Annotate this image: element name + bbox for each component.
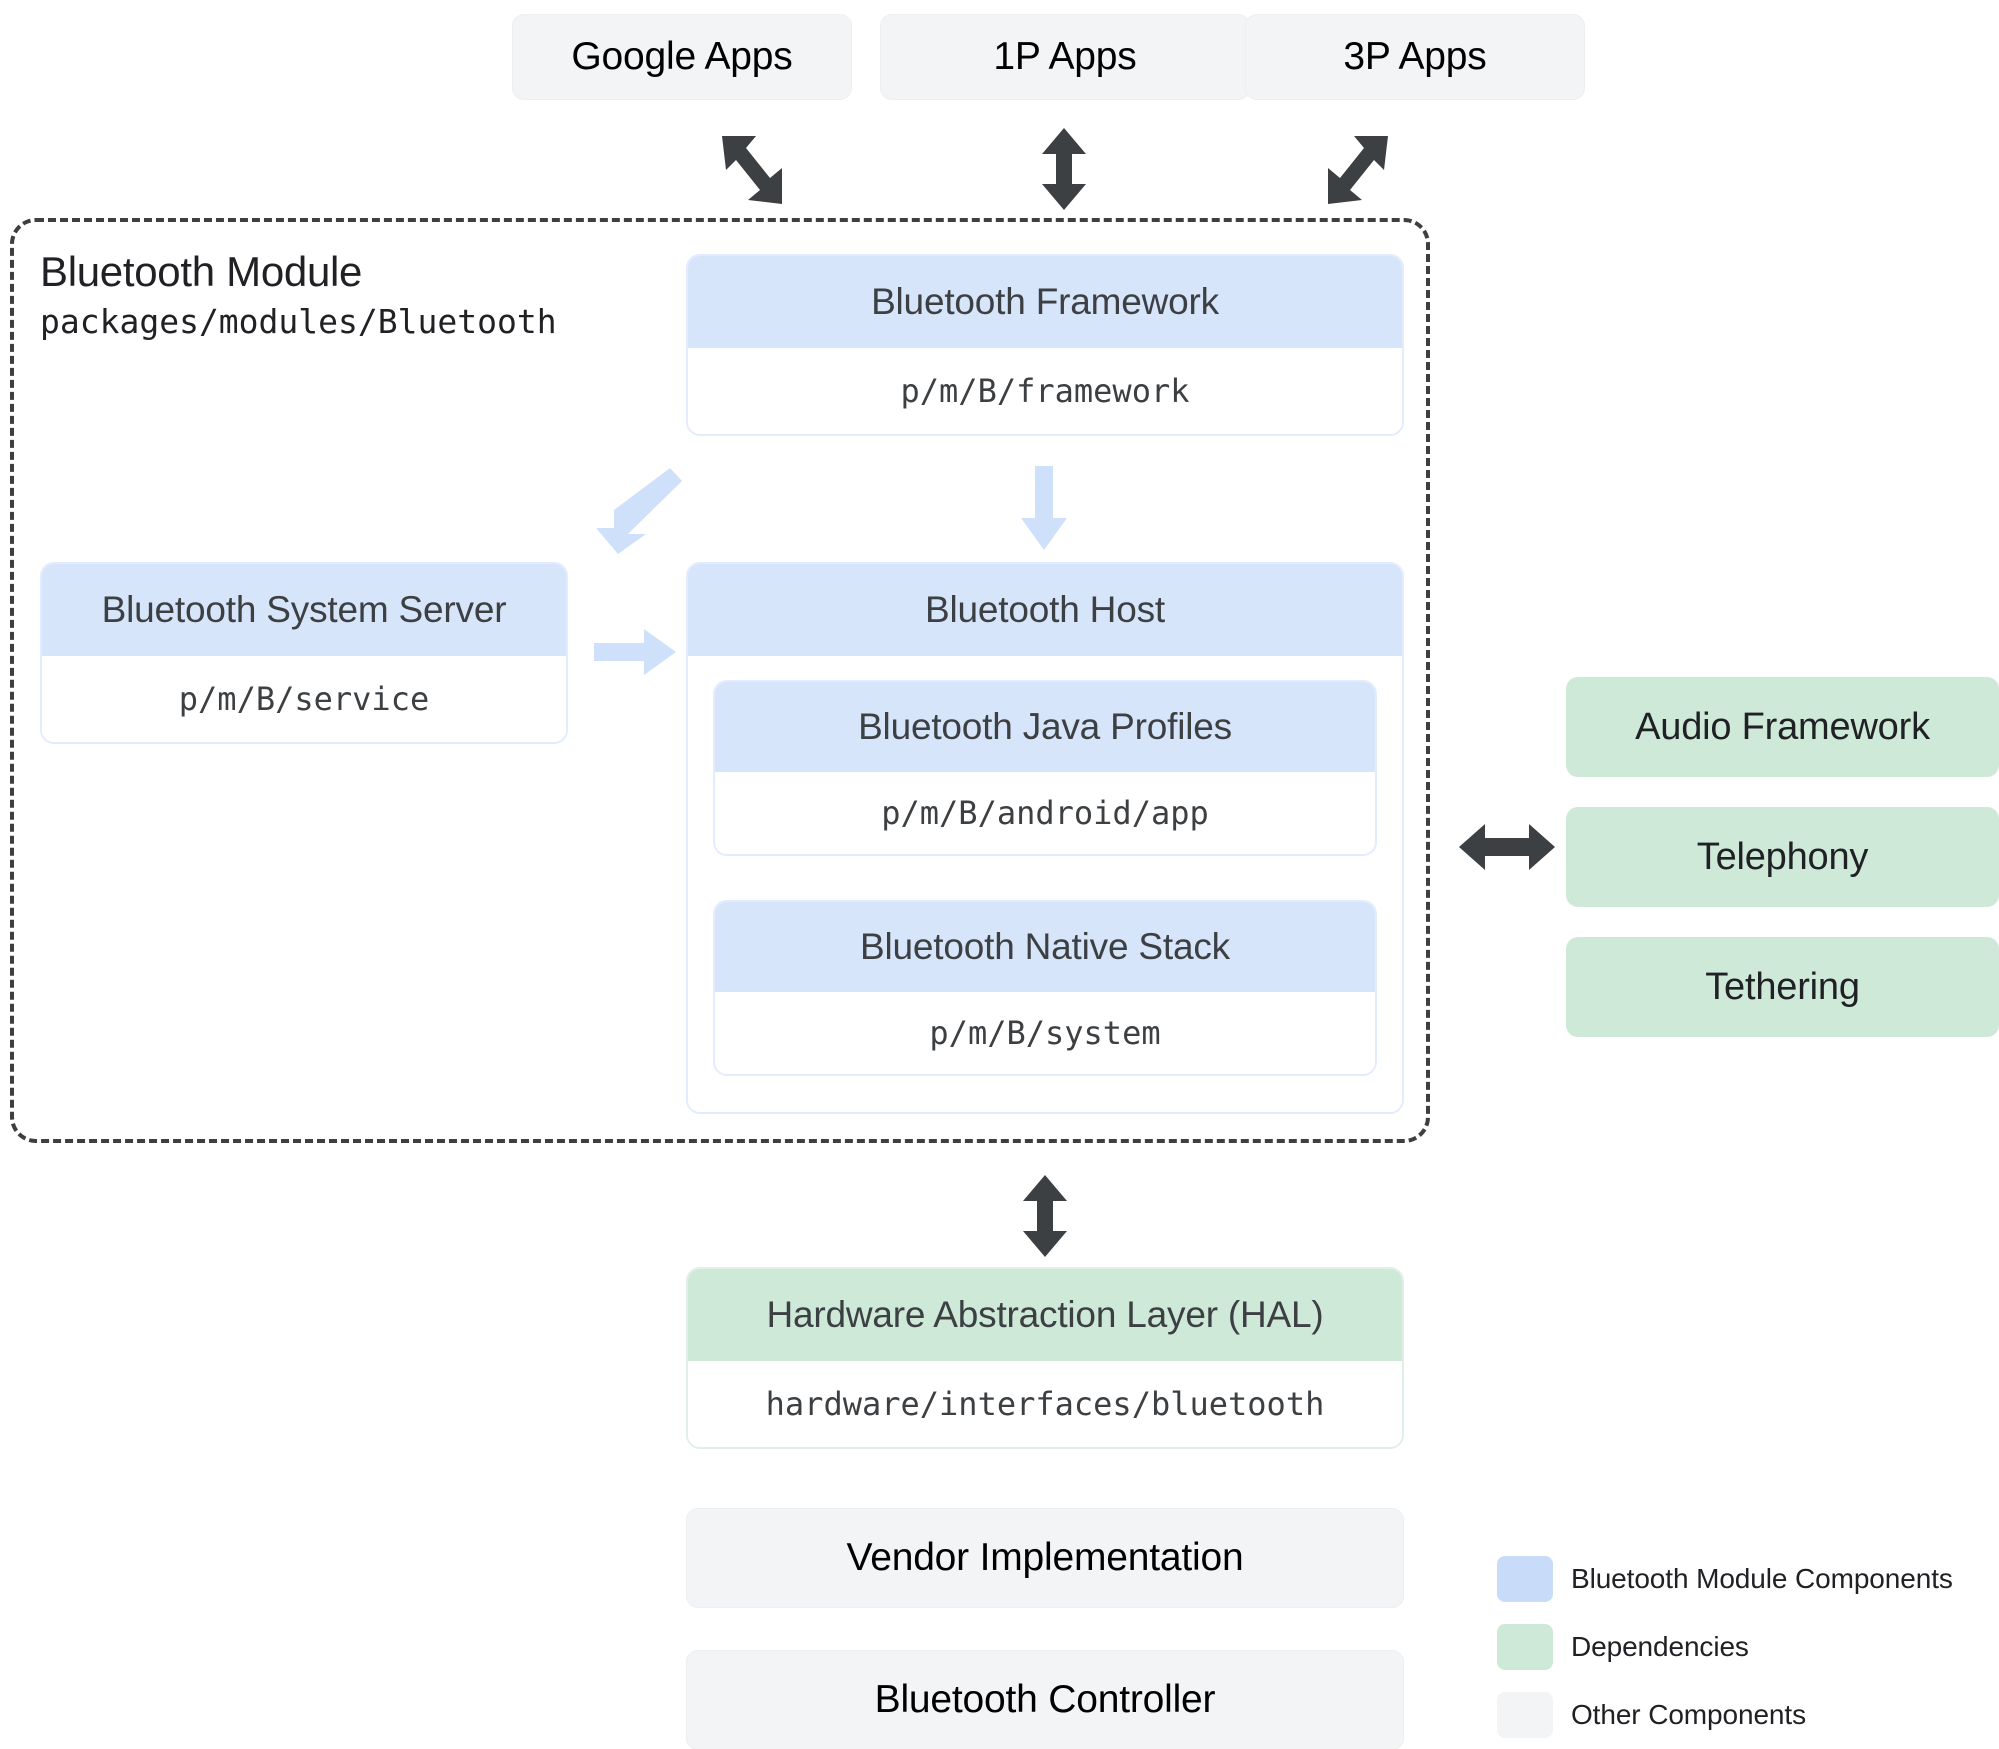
dependency-label: Telephony <box>1696 835 1869 878</box>
legend-item-bluetooth-module-components: Bluetooth Module Components <box>1497 1556 1977 1602</box>
other-box-label: Vendor Implementation <box>846 1536 1244 1579</box>
vertical-double-arrow-icon-module-to-hal <box>1019 1175 1071 1257</box>
legend-swatch-green <box>1497 1624 1553 1670</box>
bluetooth-java-profiles-title: Bluetooth Java Profiles <box>715 682 1375 772</box>
bluetooth-system-server-path: p/m/B/service <box>42 656 566 742</box>
right-arrow-icon-server-to-host <box>594 629 676 675</box>
bluetooth-java-profiles-path: p/m/B/android/app <box>715 772 1375 854</box>
app-box-3p-apps[interactable]: 3P Apps <box>1245 14 1585 100</box>
legend-label: Other Components <box>1571 1699 1806 1730</box>
app-box-label: 3P Apps <box>1343 35 1487 78</box>
diagonal-down-left-arrow-icon <box>592 468 682 554</box>
legend-label: Bluetooth Module Components <box>1571 1563 1953 1594</box>
bluetooth-framework-title: Bluetooth Framework <box>688 256 1402 348</box>
hal-path: hardware/interfaces/bluetooth <box>688 1361 1402 1447</box>
app-box-label: 1P Apps <box>993 35 1137 78</box>
dependency-box-audio-framework[interactable]: Audio Framework <box>1566 677 1999 777</box>
legend-swatch-gray <box>1497 1692 1553 1738</box>
horizontal-double-arrow-icon-module-to-dependencies <box>1459 824 1555 870</box>
dependency-label: Tethering <box>1705 965 1860 1008</box>
dependency-box-tethering[interactable]: Tethering <box>1566 937 1999 1037</box>
app-box-1p-apps[interactable]: 1P Apps <box>880 14 1250 100</box>
dependency-box-telephony[interactable]: Telephony <box>1566 807 1999 907</box>
legend-item-other-components: Other Components <box>1497 1692 1977 1738</box>
legend-label: Dependencies <box>1571 1631 1749 1662</box>
dependency-label: Audio Framework <box>1635 705 1930 748</box>
bluetooth-native-stack-path: p/m/B/system <box>715 992 1375 1074</box>
legend-swatch-blue <box>1497 1556 1553 1602</box>
bluetooth-native-stack-title: Bluetooth Native Stack <box>715 902 1375 992</box>
hal-title: Hardware Abstraction Layer (HAL) <box>688 1269 1402 1361</box>
bluetooth-framework-card[interactable]: Bluetooth Framework p/m/B/framework <box>686 254 1404 436</box>
bluetooth-module-title: Bluetooth Module <box>40 248 363 295</box>
other-box-vendor-implementation[interactable]: Vendor Implementation <box>686 1508 1404 1608</box>
bluetooth-native-stack-card[interactable]: Bluetooth Native Stack p/m/B/system <box>713 900 1377 1076</box>
bluetooth-host-card[interactable]: Bluetooth Host Bluetooth Java Profiles p… <box>686 562 1404 1114</box>
bluetooth-system-server-title: Bluetooth System Server <box>42 564 566 656</box>
other-box-bluetooth-controller[interactable]: Bluetooth Controller <box>686 1650 1404 1749</box>
diagonal-down-right-double-arrow-icon <box>712 130 812 210</box>
bluetooth-java-profiles-card[interactable]: Bluetooth Java Profiles p/m/B/android/ap… <box>713 680 1377 856</box>
legend-item-dependencies: Dependencies <box>1497 1624 1977 1670</box>
hal-card[interactable]: Hardware Abstraction Layer (HAL) hardwar… <box>686 1267 1404 1449</box>
vertical-double-arrow-icon-apps <box>1038 128 1090 210</box>
bluetooth-host-title: Bluetooth Host <box>688 564 1402 656</box>
bluetooth-host-body: Bluetooth Java Profiles p/m/B/android/ap… <box>688 656 1402 1112</box>
diagonal-up-right-double-arrow-icon <box>1298 130 1398 210</box>
app-box-google-apps[interactable]: Google Apps <box>512 14 852 100</box>
legend: Bluetooth Module Components Dependencies… <box>1497 1556 1977 1738</box>
down-arrow-icon-framework-to-host <box>1021 466 1067 550</box>
bluetooth-module-path: packages/modules/Bluetooth <box>40 302 557 341</box>
bluetooth-module-container <box>10 218 1430 1143</box>
app-box-label: Google Apps <box>571 35 793 78</box>
bluetooth-framework-path: p/m/B/framework <box>688 348 1402 434</box>
other-box-label: Bluetooth Controller <box>874 1678 1216 1721</box>
bluetooth-system-server-card[interactable]: Bluetooth System Server p/m/B/service <box>40 562 568 744</box>
